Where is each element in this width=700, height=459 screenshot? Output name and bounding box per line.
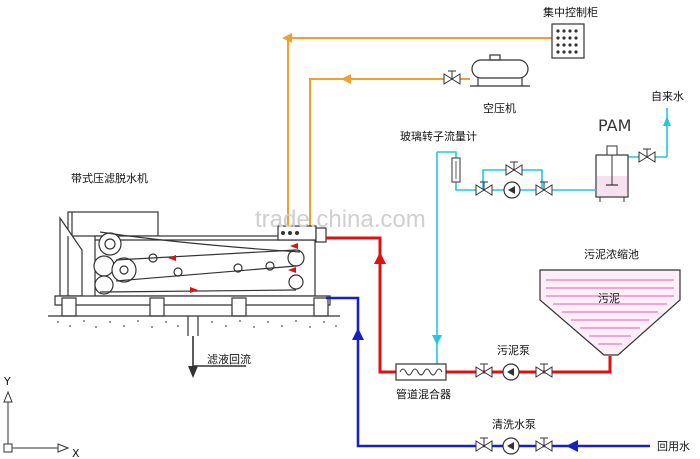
sludge-valve-right (535, 363, 553, 378)
air-line-compressor (309, 78, 470, 238)
dosing-pump (503, 181, 521, 199)
air-compressor (470, 54, 530, 87)
dosing-valve-top (505, 161, 523, 176)
belt-press-label: 带式压滤脱水机 (71, 171, 148, 185)
wash-valve-left (475, 437, 493, 452)
tap-water-label: 自来水 (651, 90, 684, 103)
spiral-mixer (395, 363, 447, 381)
wash-pump (502, 437, 520, 455)
axis-y-label: Y (3, 375, 11, 388)
sludge-pump (502, 363, 520, 381)
belt-motion-arrows (168, 243, 298, 293)
pam-tank (595, 145, 629, 202)
dosing-valve-left (475, 181, 493, 196)
sludge-tank (539, 269, 681, 356)
spiral-mixer-label: 管道混合器 (396, 387, 451, 401)
ground-hatch (57, 320, 337, 328)
sludge-label: 污泥 (598, 292, 620, 305)
wash-in-arrow (566, 440, 578, 452)
tap-water-arrow (663, 116, 671, 126)
air-valve (443, 70, 461, 85)
air-arrow-1 (282, 33, 292, 43)
flowmeter (451, 157, 461, 183)
air-arrow-2 (341, 74, 351, 84)
air-compressor-label: 空压机 (483, 101, 516, 115)
reuse-water-label: 回用水 (657, 440, 690, 453)
tap-valve (638, 148, 656, 163)
sludge-line (326, 236, 612, 374)
pam-label: PAM (598, 116, 631, 135)
filtrate-arrow (188, 366, 198, 378)
wash-pump-label: 清洗水泵 (492, 418, 536, 431)
dosing-valve-right (535, 181, 553, 196)
sludge-valve-left (475, 363, 493, 378)
axis-x-label: X (72, 447, 80, 459)
watermark-text: trade.china.com (255, 206, 426, 233)
filtrate-return-label: 滤液回流 (207, 352, 251, 366)
machine-base (48, 295, 340, 336)
control-cabinet-label: 集中控制柜 (543, 5, 598, 19)
flowmeter-label: 玻璃转子流量计 (400, 129, 477, 143)
pam-down-arrow (432, 335, 442, 345)
control-cabinet (551, 23, 585, 59)
wash-up-arrow (352, 328, 364, 340)
sludge-tank-label: 污泥浓缩池 (584, 248, 639, 261)
wash-valve-right (535, 437, 553, 452)
ucs-axis-icon (3, 390, 70, 453)
belt-press (59, 211, 327, 298)
sludge-up-arrow (374, 252, 386, 264)
sludge-pump-label: 污泥泵 (497, 344, 530, 357)
